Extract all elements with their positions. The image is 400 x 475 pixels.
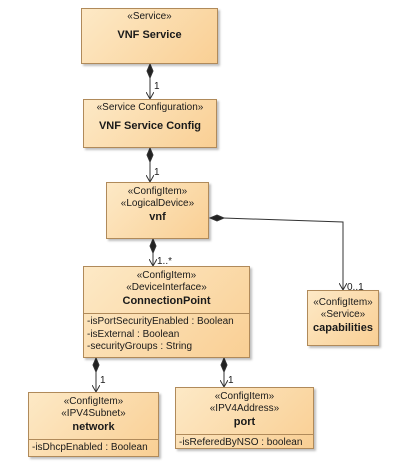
node-network[interactable]: «ConfigItem» «IPV4Subnet» network -isDhc… <box>28 392 159 457</box>
stereotype-label: «Service Configuration» <box>96 102 204 113</box>
class-name: vnf <box>149 211 166 223</box>
diamond-vnf-cp <box>149 237 157 255</box>
node-vnf-service[interactable]: «Service» VNF Service <box>81 8 218 64</box>
node-vnf-service-config[interactable]: «Service Configuration» VNF Service Conf… <box>83 99 217 148</box>
class-name: capabilities <box>313 322 373 334</box>
class-name: port <box>233 416 256 428</box>
node-port[interactable]: «ConfigItem» «IPV4Address» port -isRefer… <box>175 387 314 449</box>
attribute-compartment: -isReferedByNSO : boolean <box>176 434 313 452</box>
multiplicity-cp-port: 1 <box>228 375 234 386</box>
node-connection-point[interactable]: «ConfigItem» «DeviceInterface» Connectio… <box>83 266 250 358</box>
stereotype-label: «Service» <box>320 309 366 320</box>
stereotype-label: «LogicalDevice» <box>120 198 195 209</box>
diamond-service-config <box>146 62 154 80</box>
multiplicity-vnf-cp: 1..* <box>157 256 173 267</box>
attribute-compartment: -isPortSecurityEnabled : Boolean -isExte… <box>84 313 249 356</box>
stereotype-label: «ConfigItem» <box>313 297 373 308</box>
class-name: VNF Service <box>117 29 182 41</box>
connector-vnf-capabilities <box>222 217 343 290</box>
stereotype-label: «ConfigItem» <box>136 270 197 281</box>
multiplicity-vnf-capabilities: 0..1 <box>347 282 364 293</box>
class-name: ConnectionPoint <box>122 295 211 307</box>
attribute-compartment: -isDhcpEnabled : Boolean <box>29 439 158 457</box>
diamond-config-vnf <box>146 146 154 164</box>
multiplicity-config-vnf: 1 <box>154 167 160 178</box>
node-vnf[interactable]: «ConfigItem» «LogicalDevice» vnf <box>106 182 209 239</box>
stereotype-label: «DeviceInterface» <box>126 282 207 293</box>
class-name: VNF Service Config <box>98 120 202 132</box>
multiplicity-cp-network: 1 <box>100 375 106 386</box>
attribute-row: -isDhcpEnabled : Boolean <box>32 442 148 453</box>
class-name: network <box>72 421 115 433</box>
node-capabilities[interactable]: «ConfigItem» «Service» capabilities <box>307 290 379 346</box>
attribute-row: -isReferedByNSO : boolean <box>179 437 303 448</box>
stereotype-label: «Service» <box>127 11 172 22</box>
attribute-row: -isExternal : Boolean <box>87 328 180 340</box>
stereotype-label: «IPV4Address» <box>209 403 280 414</box>
diamond-cp-network <box>92 356 100 374</box>
attribute-row: -isPortSecurityEnabled : Boolean <box>87 316 234 327</box>
stereotype-label: «ConfigItem» <box>63 396 124 407</box>
multiplicity-service-config: 1 <box>154 81 160 92</box>
stereotype-label: «IPV4Subnet» <box>61 408 126 419</box>
stereotype-label: «ConfigItem» <box>127 186 188 197</box>
diamond-vnf-capabilities <box>208 214 226 222</box>
stereotype-label: «ConfigItem» <box>214 391 275 402</box>
diamond-cp-port <box>220 356 228 374</box>
attribute-row: -securityGroups : String <box>87 341 193 352</box>
